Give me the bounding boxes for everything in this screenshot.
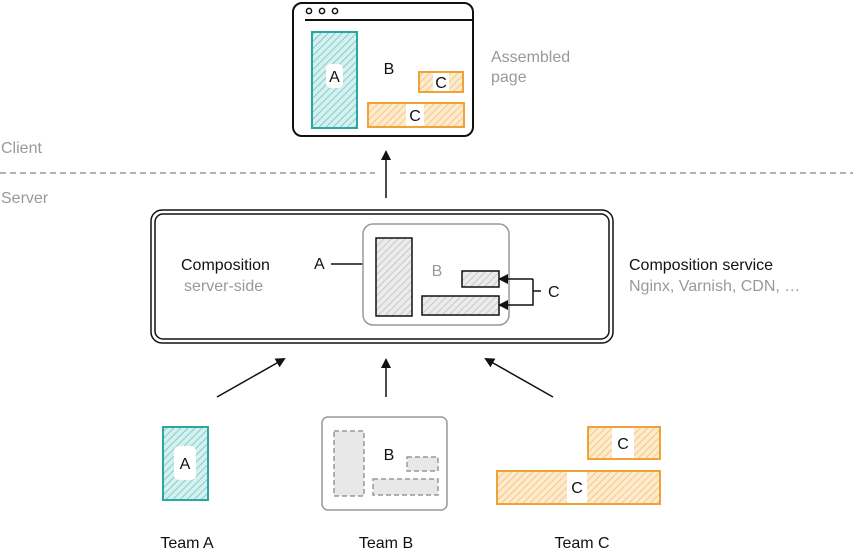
- assembled-page-window: A B C C: [292, 2, 474, 137]
- team-b-template: B: [321, 416, 448, 511]
- team-b-placeholder-a: [333, 430, 365, 497]
- assembled-page-caption-line1: Assembled: [491, 49, 570, 66]
- team-b-placeholder-c-small: [406, 456, 439, 472]
- assembled-fragment-c-small-label: C: [435, 75, 447, 92]
- team-a-name: Team A: [160, 535, 214, 552]
- team-a-fragment-label: A: [180, 456, 191, 473]
- team-c-fragment-small-label: C: [617, 436, 629, 453]
- team-c-fragment-wide-label: C: [571, 480, 583, 497]
- slot-c-small: [461, 270, 500, 288]
- fragment-c-label-bg: [433, 73, 449, 91]
- composition-title: Composition: [181, 257, 270, 274]
- team-b-placeholder-c-wide: [372, 478, 439, 496]
- composition-label-b: B: [432, 263, 443, 280]
- assembled-page-caption-line2: page: [491, 69, 527, 86]
- fragment-c-label-bg: [406, 104, 424, 126]
- assembled-fragment-c-wide-label: C: [409, 108, 421, 125]
- team-b-fragment-label: B: [384, 447, 395, 464]
- composition-service-examples: Nginx, Varnish, CDN, …: [629, 278, 800, 295]
- composition-service-box: Composition server-side A B C: [150, 209, 614, 344]
- arrow-team-c-to-service: [484, 358, 554, 398]
- composition-service-title: Composition service: [629, 257, 773, 274]
- composition-inner-border: [154, 213, 610, 340]
- slot-a: [375, 237, 413, 317]
- composition-subtitle: server-side: [184, 278, 263, 295]
- window-dot-icon: [331, 7, 339, 15]
- assembled-fragment-b-label: B: [384, 61, 395, 78]
- client-zone-label: Client: [1, 140, 42, 157]
- slot-c-wide: [421, 295, 500, 316]
- composition-label-a: A: [314, 256, 325, 273]
- fragment-a-label-bg: [326, 64, 343, 88]
- team-a-label-bg: [174, 446, 196, 480]
- team-c-fragments: C C: [496, 426, 661, 505]
- team-c-name: Team C: [554, 535, 609, 552]
- team-a-fragment: A: [162, 426, 209, 501]
- window-dot-icon: [305, 7, 313, 15]
- composition-label-c: C: [548, 284, 560, 301]
- arrow-c-to-wide-slot: [498, 279, 534, 310]
- team-c-label-bg: [567, 472, 587, 503]
- team-c-label-bg: [612, 428, 634, 458]
- arrow-team-a-to-service: [216, 358, 286, 398]
- assembled-fragment-a-label: A: [329, 69, 340, 86]
- team-b-name: Team B: [359, 535, 413, 552]
- window-dot-icon: [318, 7, 326, 15]
- server-zone-label: Server: [1, 190, 49, 207]
